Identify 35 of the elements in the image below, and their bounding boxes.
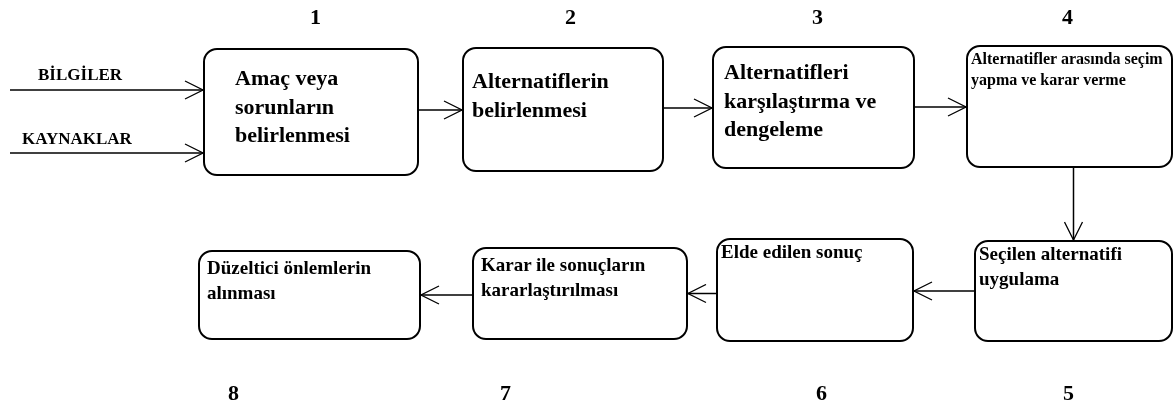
process-box — [716, 238, 914, 342]
process-box — [462, 47, 664, 172]
edge-label: BİLGİLER — [36, 66, 125, 83]
step-number: 3 — [812, 4, 823, 30]
arrow — [1063, 167, 1084, 241]
step-number: 8 — [228, 380, 239, 406]
process-box — [712, 46, 915, 169]
step-number: 7 — [500, 380, 511, 406]
arrow — [9, 80, 204, 100]
step-text: Düzeltici önlemlerin alınması — [207, 256, 373, 305]
step-number: 6 — [816, 380, 827, 406]
process-box — [203, 48, 419, 176]
step-text: Alternatifleri karşılaştırma ve dengeleme — [724, 58, 878, 144]
step-text: Elde edilen sonuç — [721, 240, 864, 264]
step-number: 1 — [310, 4, 321, 30]
arrow — [420, 285, 473, 305]
step-text: Alternatiflerin belirlenmesi — [472, 67, 610, 124]
arrow — [913, 281, 975, 301]
arrow — [9, 143, 204, 163]
process-box — [966, 45, 1173, 168]
step-number: 2 — [565, 4, 576, 30]
arrow — [687, 283, 717, 304]
step-text: Karar ile sonuçların kararlaştırılması — [481, 253, 647, 302]
step-number: 4 — [1062, 4, 1073, 30]
process-box — [198, 250, 421, 340]
step-text: Seçilen alternatifi uygulama — [979, 242, 1123, 291]
arrow — [418, 100, 463, 120]
step-number: 5 — [1063, 380, 1074, 406]
step-text: Amaç veya sorunların belirlenmesi — [235, 64, 351, 150]
process-box — [974, 240, 1173, 342]
step-text: Alternatifler arasında seçim yapma ve karar verme — [971, 49, 1164, 91]
arrow — [914, 97, 967, 117]
process-box — [472, 247, 688, 340]
edge-label: KAYNAKLAR — [20, 130, 134, 147]
arrow — [663, 98, 713, 118]
